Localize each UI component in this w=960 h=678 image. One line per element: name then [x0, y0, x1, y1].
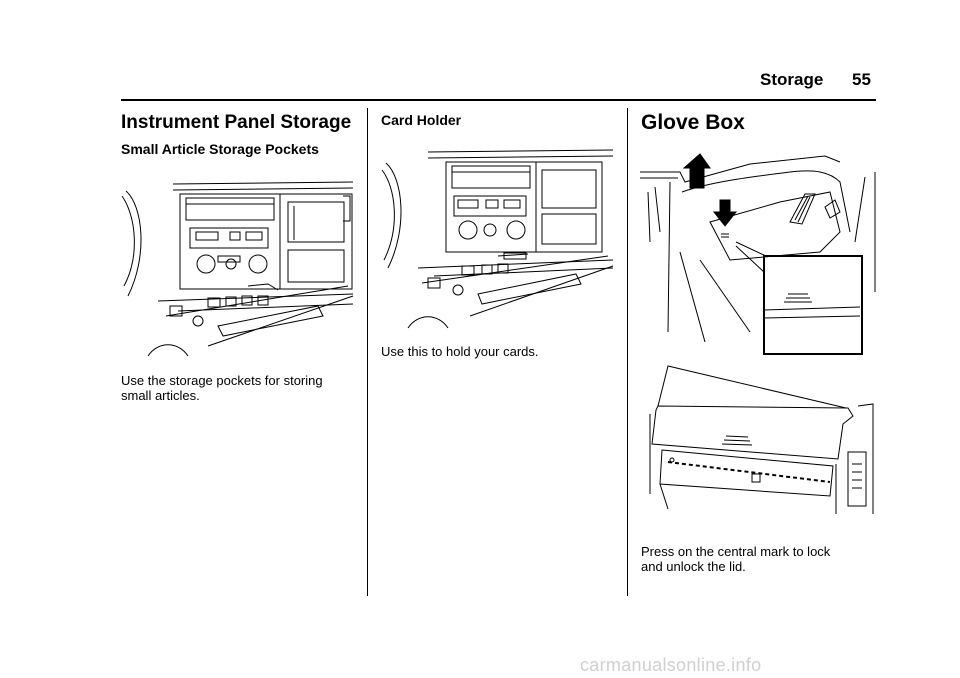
illustration-storage-pockets — [118, 176, 358, 361]
column-divider-2 — [627, 108, 629, 596]
illustration-glove-box-lock — [640, 152, 885, 358]
page-number: 55 — [852, 70, 871, 89]
storage-pockets-text-line2: small articles. — [121, 388, 200, 403]
illustration-glove-box-open — [648, 364, 878, 532]
subheading-card-holder: Card Holder — [381, 112, 462, 128]
section-heading-instrument-panel-storage: Instrument Panel Storage — [121, 112, 352, 133]
storage-pockets-text-line1: Use the storage pockets for storing — [121, 373, 323, 388]
glove-box-text-line1: Press on the central mark to lock — [641, 544, 831, 559]
watermark-text: carmanualsonline.info — [580, 655, 762, 675]
storage-pockets-description: Use the storage pockets for storing smal… — [121, 373, 361, 403]
glove-box-text-line2: and unlock the lid. — [641, 559, 746, 574]
illustration-card-holder — [378, 148, 618, 333]
subheading-small-article-storage-pockets: Small Article Storage Pockets — [121, 141, 319, 157]
card-holder-description: Use this to hold your cards. — [381, 344, 539, 359]
running-header-section: Storage — [760, 70, 824, 89]
column-divider-1 — [367, 108, 369, 596]
section-heading-glove-box: Glove Box — [641, 111, 745, 134]
header-rule — [121, 99, 876, 101]
glove-box-description: Press on the central mark to lock and un… — [641, 544, 881, 574]
